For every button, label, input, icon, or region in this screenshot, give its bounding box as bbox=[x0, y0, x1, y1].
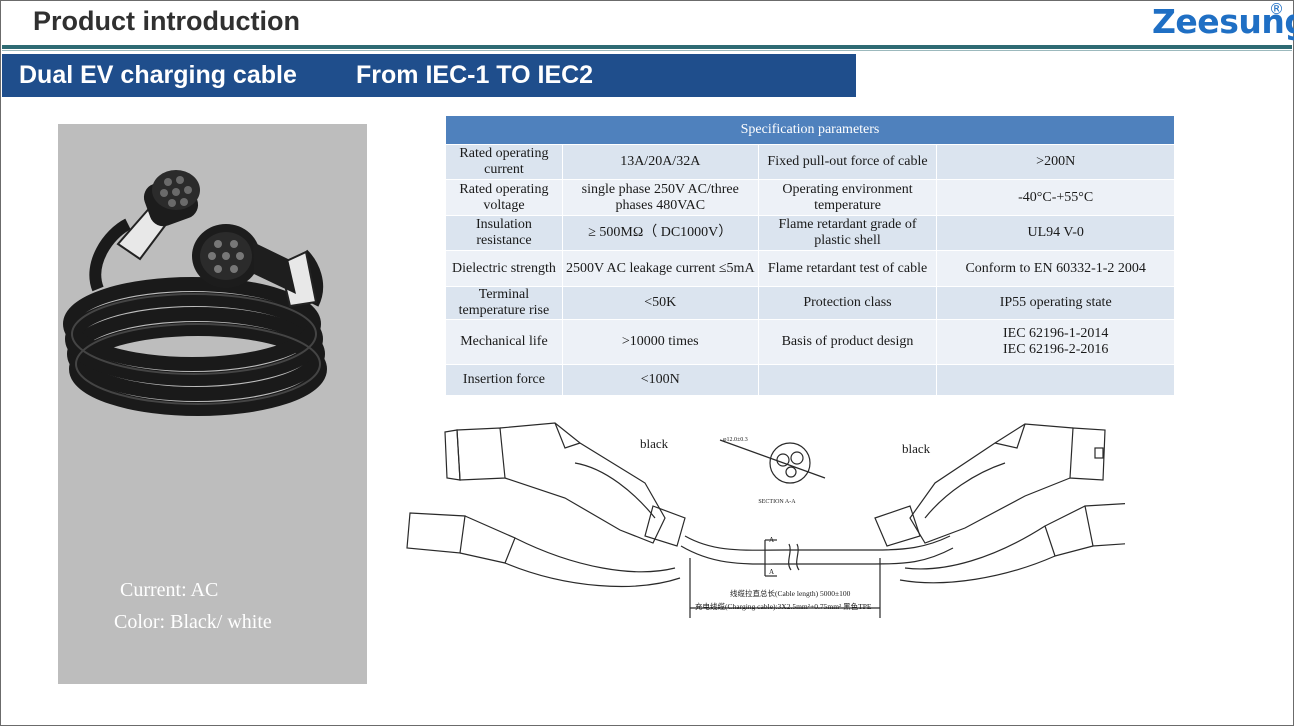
product-photo-image bbox=[63, 170, 327, 416]
spec-label: Fixed pull-out force of cable bbox=[757, 144, 938, 180]
spec-label: Rated operating current bbox=[445, 144, 563, 180]
header-rule bbox=[2, 45, 1292, 49]
table-row: Insertion force <100N bbox=[445, 364, 1175, 396]
product-banner: Dual EV charging cable From IEC-1 TO IEC… bbox=[2, 54, 856, 97]
spec-value: <50K bbox=[561, 286, 759, 320]
spec-value: Conform to EN 60332-1-2 2004 bbox=[936, 250, 1175, 287]
spec-label: Insulation resistance bbox=[445, 215, 563, 251]
spec-table: Specification parameters Rated operating… bbox=[445, 115, 1175, 396]
section-dimension: φ12.0±0.3 bbox=[723, 437, 748, 443]
table-row: Terminal temperature rise <50K Protectio… bbox=[445, 286, 1175, 320]
banner-product-name: Dual EV charging cable bbox=[19, 61, 297, 89]
spec-value-line: IEC 62196-1-2014 bbox=[1002, 326, 1109, 341]
banner-subtitle: From IEC-1 TO IEC2 bbox=[356, 61, 594, 89]
spec-label: Terminal temperature rise bbox=[445, 286, 563, 320]
section-marker-top: A bbox=[769, 536, 774, 544]
spec-table-heading: Specification parameters bbox=[445, 115, 1175, 145]
page-title: Product introduction bbox=[33, 6, 300, 36]
section-marker-bottom: A bbox=[769, 568, 774, 576]
spec-value: IP55 operating state bbox=[936, 286, 1175, 320]
table-row: Dielectric strength 2500V AC leakage cur… bbox=[445, 250, 1175, 287]
spec-label: Protection class bbox=[757, 286, 938, 320]
table-row: Mechanical life >10000 times Basis of pr… bbox=[445, 319, 1175, 365]
spec-label: Flame retardant test of cable bbox=[757, 250, 938, 287]
product-photo-panel: Current: AC Color: Black/ white bbox=[58, 124, 367, 684]
drawing-label-right: black bbox=[902, 441, 931, 456]
spec-value: single phase 250V AC/three phases 480VAC bbox=[561, 179, 759, 216]
drawing-label-left: black bbox=[640, 436, 669, 451]
spec-value: UL94 V-0 bbox=[936, 215, 1175, 251]
table-row: Rated operating voltage single phase 250… bbox=[445, 179, 1175, 216]
spec-value: >10000 times bbox=[561, 319, 759, 365]
color-caption: Color: Black/ white bbox=[114, 611, 272, 633]
spec-value: -40°C-+55°C bbox=[936, 179, 1175, 216]
spec-value: IEC 62196-1-2014 IEC 62196-2-2016 bbox=[936, 319, 1175, 365]
spec-label: Basis of product design bbox=[757, 319, 938, 365]
spec-label: Rated operating voltage bbox=[445, 179, 563, 216]
header-rule-thin bbox=[2, 50, 1292, 51]
cable-length-note: 线缆拉直总长(Cable length) 5000±100 bbox=[730, 588, 851, 598]
technical-drawing: black black SECTION A-A φ12.0±0.3 A A 线缆… bbox=[406, 422, 1125, 618]
spec-label: Insertion force bbox=[445, 364, 563, 396]
spec-value: ≥ 500MΩ（ DC1000V） bbox=[561, 215, 759, 251]
spec-value bbox=[936, 364, 1175, 396]
current-caption: Current: AC bbox=[120, 579, 219, 601]
brand-logo: Zeesung bbox=[1152, 2, 1294, 41]
spec-value: >200N bbox=[936, 144, 1175, 180]
spec-value-line: IEC 62196-2-2016 bbox=[1002, 342, 1109, 357]
spec-value: 13A/20A/32A bbox=[561, 144, 759, 180]
spec-label bbox=[757, 364, 938, 396]
spec-value: <100N bbox=[561, 364, 759, 396]
table-row: Insulation resistance ≥ 500MΩ（ DC1000V） … bbox=[445, 215, 1175, 251]
section-label: SECTION A-A bbox=[758, 499, 796, 505]
spec-label: Operating environment temperature bbox=[757, 179, 938, 216]
table-row: Rated operating current 13A/20A/32A Fixe… bbox=[445, 144, 1175, 180]
charging-cable-note: 充电线缆(Charging cable):3X2.5mm²+0.75mm² 黑色… bbox=[695, 601, 872, 611]
spec-label: Mechanical life bbox=[445, 319, 563, 365]
spec-label: Flame retardant grade of plastic shell bbox=[757, 215, 938, 251]
spec-label: Dielectric strength bbox=[445, 250, 563, 287]
spec-value: 2500V AC leakage current ≤5mA bbox=[561, 250, 759, 287]
registered-mark: ® bbox=[1269, 0, 1284, 18]
